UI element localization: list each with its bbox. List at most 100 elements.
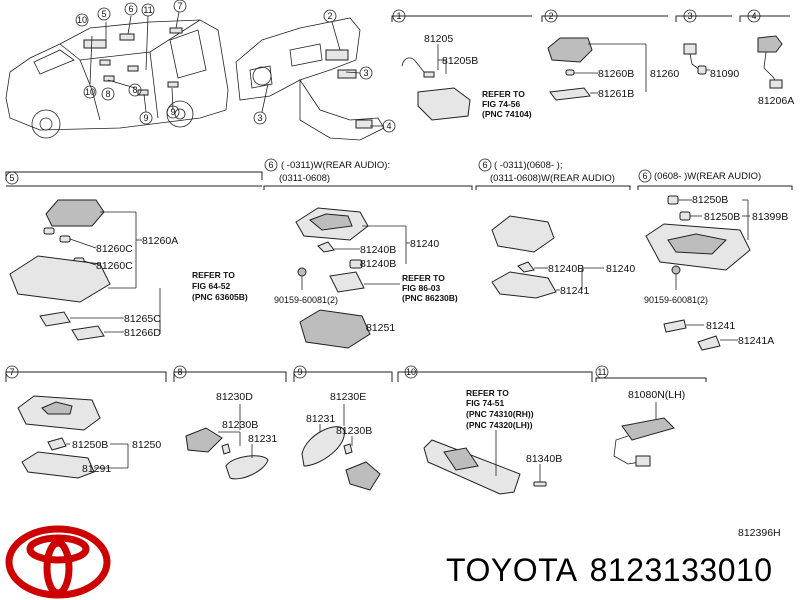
svg-text:5: 5 <box>9 173 14 183</box>
part-label-81240B-lower: 81240B <box>360 258 396 270</box>
part-label-81260B: 81260B <box>598 68 634 80</box>
part-label-81231-section8: 81231 <box>248 433 277 445</box>
svg-text:9: 9 <box>297 367 302 377</box>
reference-note-section-5: REFER TO FIG 64-52 (PNC 63605B) <box>192 270 248 302</box>
section-6a-variant-line2: (0311-0608) <box>279 173 330 184</box>
part-label-81260C-lower: 81260C <box>96 260 133 272</box>
svg-text:6: 6 <box>128 4 133 14</box>
callout-8-marker-vehicle-low: 8 <box>101 87 115 101</box>
part-label-81260: 81260 <box>650 68 679 80</box>
part-label-81240-variant-b: 81240 <box>606 263 635 275</box>
part-number: 8123133010 <box>589 552 773 588</box>
callout-3-marker-interior-a: 3 <box>359 66 373 80</box>
part-label-81250B-section7: 81250B <box>72 439 108 451</box>
callout-10-marker-vehicle-top: 10 <box>75 13 89 27</box>
callout-5-header: 5 <box>5 171 19 185</box>
part-label-81250B-lower: 81250B <box>704 211 740 223</box>
svg-text:9: 9 <box>143 113 148 123</box>
part-label-81250: 81250 <box>132 439 161 451</box>
brand-part-caption: TOYOTA 8123133010 <box>446 552 785 589</box>
part-81240-variant-b <box>491 215 604 299</box>
part-label-81291: 81291 <box>82 463 111 475</box>
svg-text:(PNC 74310(RH)): (PNC 74310(RH)) <box>466 409 534 419</box>
part-label-81241-variant-b: 81241 <box>560 285 589 297</box>
callout-1-header: 1 <box>392 9 406 23</box>
svg-text:8: 8 <box>132 85 137 95</box>
part-label-81231-section9: 81231 <box>306 413 335 425</box>
callout-7-header: 7 <box>5 365 19 379</box>
interior-illustration <box>235 17 385 141</box>
svg-text:2: 2 <box>327 11 332 21</box>
callout-2-marker-interior: 2 <box>323 9 337 23</box>
svg-text:(PNC 74320(LH)): (PNC 74320(LH)) <box>466 420 533 430</box>
callout-9-marker-vehicle-a: 9 <box>139 111 153 125</box>
callout-4-marker-interior: 4 <box>382 119 396 133</box>
part-label-81260C-upper: 81260C <box>96 243 133 255</box>
callout-10-marker-vehicle-bottom: 10 <box>83 85 97 99</box>
part-81260-assembly <box>547 37 647 101</box>
part-label-81340B: 81340B <box>526 453 562 465</box>
part-label-90159-60081-a: 90159-60081(2) <box>274 295 338 305</box>
svg-text:4: 4 <box>751 11 756 21</box>
reference-note-section-1: REFER TO FIG 74-56 (PNC 74104) <box>482 89 532 119</box>
part-sun-visor <box>423 430 547 495</box>
callout-11-marker-vehicle: 11 <box>141 3 155 17</box>
part-label-81240B-variant-b: 81240B <box>548 263 584 275</box>
svg-text:REFER TO: REFER TO <box>402 273 445 283</box>
part-label-81399B: 81399B <box>752 211 788 223</box>
part-81080N-lamp <box>613 402 675 467</box>
callout-10-header: 10 <box>404 365 418 379</box>
svg-text:3: 3 <box>687 11 692 21</box>
svg-text:FIG 74-51: FIG 74-51 <box>466 398 505 408</box>
part-label-81260A: 81260A <box>142 235 178 247</box>
reference-note-section-10: REFER TO FIG 74-51 (PNC 74310(RH)) (PNC … <box>466 388 534 430</box>
svg-text:8: 8 <box>177 367 182 377</box>
part-label-90159-60081-b: 90159-60081(2) <box>644 295 708 305</box>
callout-9-marker-vehicle-b: 9 <box>166 105 180 119</box>
part-81399B-assembly <box>645 195 751 351</box>
callout-2-header: 2 <box>544 9 558 23</box>
section-6b-variant-line1: ( -0311)(0608- ); <box>494 160 562 171</box>
part-label-81205: 81205 <box>424 33 453 45</box>
callout-8-marker-vehicle: 8 <box>128 83 142 97</box>
svg-text:FIG 86-03: FIG 86-03 <box>402 283 441 293</box>
svg-text:11: 11 <box>143 5 152 15</box>
svg-text:11: 11 <box>597 367 606 377</box>
part-label-81240B-upper: 81240B <box>360 244 396 256</box>
part-81230E-assembly <box>301 404 381 491</box>
callout-3-header: 3 <box>683 9 697 23</box>
reference-note-section-6: REFER TO FIG 86-03 (PNC 86230B) <box>402 273 458 303</box>
svg-text:8: 8 <box>105 89 110 99</box>
svg-text:3: 3 <box>363 68 368 78</box>
svg-text:6: 6 <box>642 171 647 181</box>
part-label-81251: 81251 <box>366 322 395 334</box>
part-81206A-lamp <box>757 35 783 89</box>
part-81250-assembly <box>17 395 129 479</box>
part-81090-bulb <box>683 43 710 75</box>
part-label-81250B-upper: 81250B <box>692 194 728 206</box>
callout-6-header-c: 6 <box>638 169 652 183</box>
svg-text:3: 3 <box>257 113 262 123</box>
callout-5-marker-vehicle: 5 <box>97 7 111 21</box>
svg-text:REFER TO: REFER TO <box>192 270 235 280</box>
part-label-81265C: 81265C <box>124 313 161 325</box>
part-label-81090: 81090 <box>710 68 739 80</box>
part-81230D-assembly <box>185 404 269 480</box>
part-label-81261B: 81261B <box>598 88 634 100</box>
svg-text:7: 7 <box>9 367 14 377</box>
part-81260A-assembly <box>9 199 142 341</box>
section-6a-variant-line1: ( -0311)W(REAR AUDIO): <box>281 160 390 171</box>
svg-text:5: 5 <box>101 9 106 19</box>
part-label-81240: 81240 <box>410 238 439 250</box>
vehicle-illustration <box>5 11 229 139</box>
part-label-81230D: 81230D <box>216 391 253 403</box>
brand-name: TOYOTA <box>446 552 578 588</box>
section-6c-variant-line1: (0608- )W(REAR AUDIO) <box>654 171 761 182</box>
svg-text:4: 4 <box>386 121 391 131</box>
callout-8-header: 8 <box>173 365 187 379</box>
diagram-code: 812396H <box>738 527 781 539</box>
part-label-81241A: 81241A <box>738 335 774 347</box>
svg-text:REFER TO: REFER TO <box>466 388 509 398</box>
section-6b-variant-line2: (0311-0608)W(REAR AUDIO) <box>490 173 615 184</box>
part-label-81206A: 81206A <box>758 95 794 107</box>
